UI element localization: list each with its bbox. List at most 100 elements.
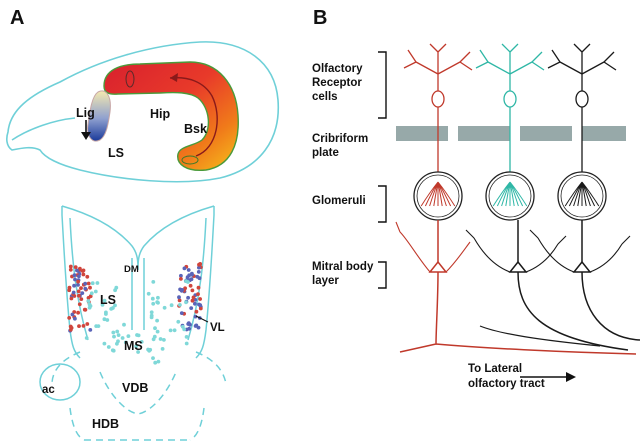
label-tract-2: olfactory tract (468, 378, 545, 390)
cell-dot (151, 356, 155, 360)
cell-dot (178, 303, 182, 307)
cell-dot (147, 348, 152, 353)
bsk-arrow (169, 76, 218, 157)
label-ac: ac (42, 384, 55, 396)
cell-dot (168, 328, 173, 333)
receptor-dendrites (475, 43, 545, 92)
cell-dot (67, 316, 72, 320)
cell-dot (73, 265, 78, 269)
cell-dot (180, 324, 185, 329)
glomerulus-inner (560, 174, 604, 218)
cell-dot (102, 341, 107, 346)
cell-dot (75, 268, 79, 273)
cell-dot (146, 291, 151, 296)
receptor-cell-body (431, 90, 445, 108)
cell-dot (184, 335, 189, 339)
label-mitral-1: Mitral body (312, 261, 374, 273)
cell-dot (190, 272, 194, 277)
cell-dot (160, 347, 165, 351)
cell-dot (77, 293, 81, 298)
cell-dot (155, 329, 160, 334)
anterior-commissure (39, 363, 81, 401)
dashed-right-mid (195, 351, 227, 385)
cribriform-plate (396, 126, 626, 141)
cell-dot (77, 324, 81, 328)
cell-dot (179, 273, 183, 278)
label-hdb: HDB (92, 417, 119, 431)
label-lig: Lig (76, 106, 95, 120)
cell-dot (149, 313, 154, 318)
cell-dot (79, 297, 84, 301)
cell-dot (73, 277, 77, 282)
cell-dot (80, 291, 85, 295)
red-axon-tract (399, 271, 637, 355)
cell-dot (176, 319, 181, 324)
cell-dot (104, 312, 108, 316)
lig-arrow (81, 120, 91, 140)
mitral-cell-body (508, 260, 528, 273)
cell-dot (179, 311, 184, 315)
cell-dot (179, 277, 183, 281)
label-mitral-2: layer (312, 275, 339, 287)
label-tract-1: To Lateral (468, 363, 522, 375)
panel-b-letter: B (313, 7, 327, 29)
bracket-mitral (378, 261, 387, 289)
red-cell-body (428, 260, 448, 273)
label-ls-coronal: LS (100, 293, 116, 307)
mitral-cell-body (572, 260, 592, 273)
cell-dot (190, 288, 195, 293)
cell-dot (162, 305, 167, 310)
lig-arrow-head (81, 132, 91, 140)
cell-dot (67, 288, 72, 293)
cell-dot (70, 312, 75, 317)
label-hip: Hip (150, 107, 171, 121)
cell-dot (77, 302, 82, 307)
brain-inner-line (11, 117, 76, 141)
cell-dot (76, 310, 80, 315)
plate-segment-4 (582, 126, 626, 141)
cell-dot (151, 280, 156, 284)
label-cribriform-2: plate (312, 147, 339, 159)
mitral-cell-1 (465, 220, 629, 351)
cell-dot (115, 329, 120, 334)
mitral-axon (581, 271, 640, 341)
cell-dot (184, 341, 189, 346)
cell-dot (177, 298, 182, 303)
cell-dot (153, 326, 157, 331)
cell-dot (111, 348, 116, 353)
label-dm: DM (124, 264, 139, 275)
cell-dot (122, 322, 126, 327)
cell-dot (196, 270, 201, 274)
cell-dot (177, 295, 181, 300)
plate-segment-3 (520, 126, 572, 141)
cell-dot (68, 264, 73, 269)
tract-arrow (520, 372, 576, 382)
cell-dot (84, 336, 89, 340)
cell-dot (86, 299, 91, 303)
cell-dot (88, 304, 93, 308)
tract-line-black (479, 325, 601, 347)
cell-dot (86, 281, 91, 286)
lateral-septum-sagittal (87, 90, 111, 142)
label-cribriform-1: Cribriform (312, 133, 368, 145)
mitral-lateral-dendrites (529, 229, 631, 273)
cell-dot (116, 339, 120, 344)
cell-dot (196, 325, 201, 330)
cell-dot (86, 296, 91, 300)
cell-dot (136, 350, 141, 354)
glomerulus-inner (488, 174, 532, 218)
cell-dot (134, 344, 139, 349)
tract-arrow-head (566, 372, 576, 382)
cell-dot (105, 318, 110, 322)
cell-dot (139, 340, 144, 344)
cell-dot (79, 286, 83, 290)
cell-dot (102, 317, 107, 322)
cell-dot (77, 274, 81, 279)
receptor-dendrites (403, 43, 473, 92)
receptor-dendrites (547, 43, 617, 92)
hippocampus-structure (103, 61, 239, 171)
cell-dot (184, 279, 188, 283)
cell-dot (188, 283, 193, 288)
cell-dot (81, 324, 86, 328)
